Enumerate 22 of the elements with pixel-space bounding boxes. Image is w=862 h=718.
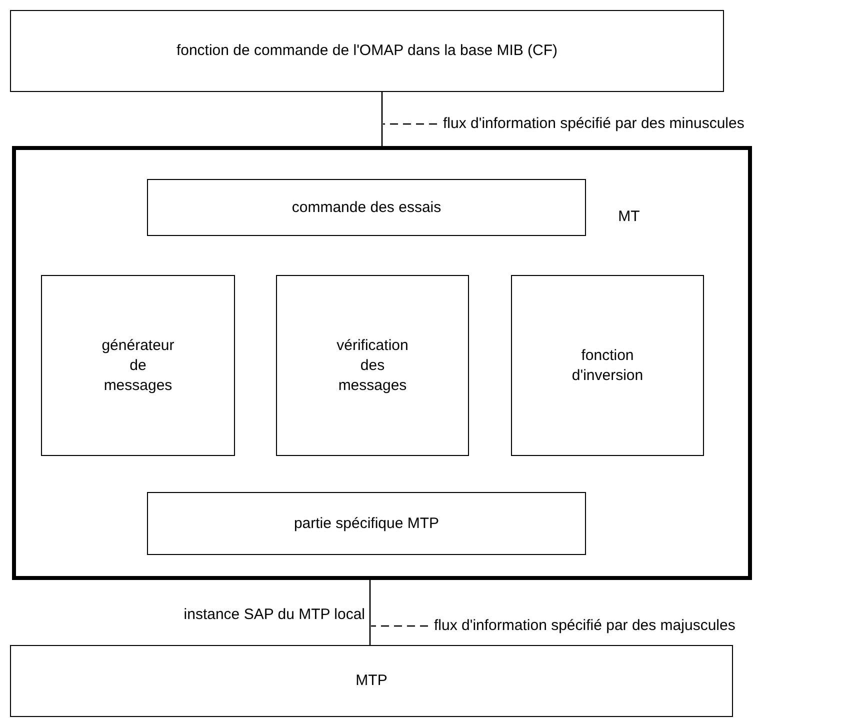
annotation-text: flux d'information spécifié par des majuscules	[434, 616, 736, 636]
box-label: MTP	[356, 671, 388, 691]
function-box	[147, 492, 586, 555]
function-box	[147, 179, 586, 236]
function-box	[276, 275, 469, 456]
leader-line	[371, 625, 428, 627]
connector-line	[381, 92, 383, 146]
leader-line	[383, 123, 437, 125]
connector-line	[369, 580, 371, 645]
module-frame	[12, 146, 752, 580]
box-label: fonction d'inversion	[570, 346, 644, 386]
box-label: vérification des messages	[336, 336, 410, 396]
function-box	[41, 275, 235, 456]
annotation-text: flux d'information spécifié par des minuscules	[443, 114, 744, 134]
box-label: générateur de messages	[100, 336, 176, 396]
box-label: fonction de commande de l'OMAP dans la base MIB (CF)	[176, 41, 558, 61]
function-box	[511, 275, 704, 456]
function-box	[10, 645, 733, 717]
box-label: MT	[617, 207, 641, 227]
function-box	[10, 10, 724, 92]
box-label: partie spécifique MTP	[294, 514, 440, 534]
box-label: commande des essais	[292, 198, 442, 218]
